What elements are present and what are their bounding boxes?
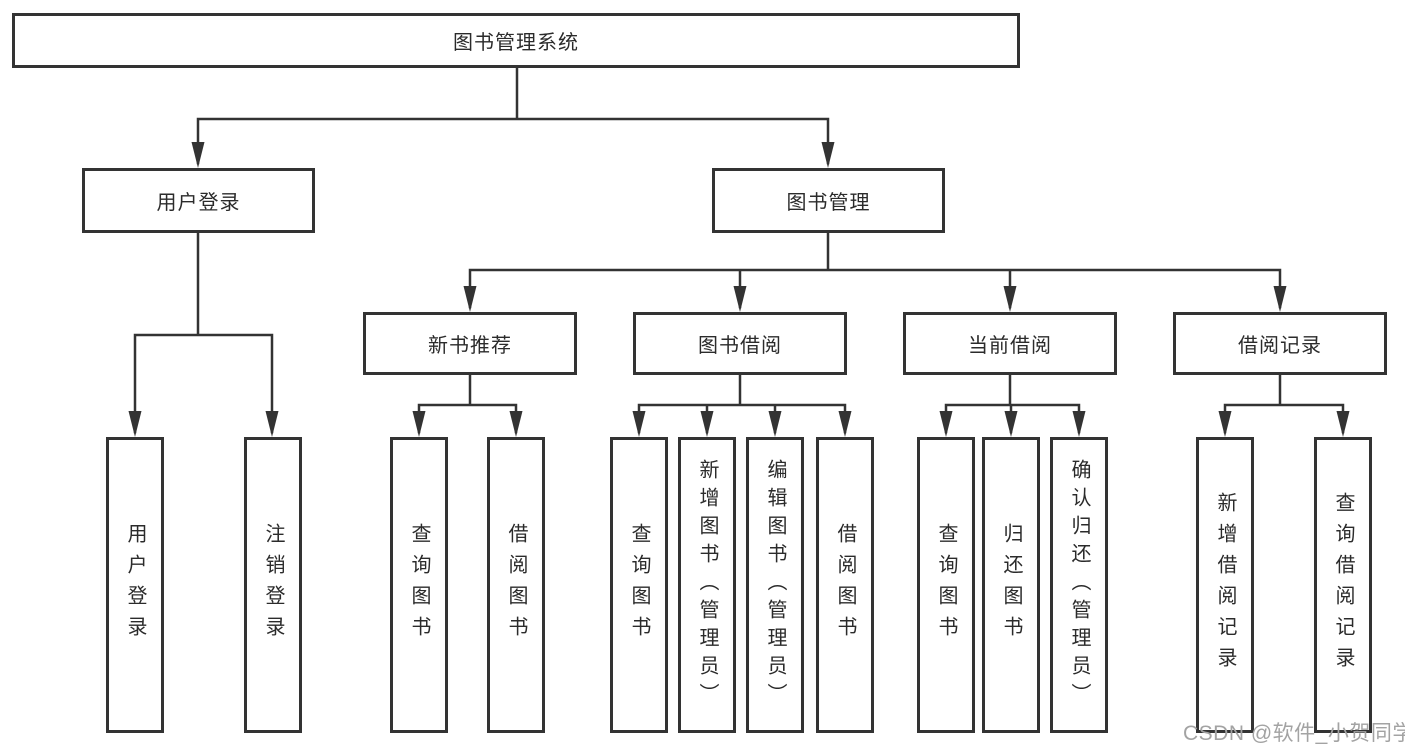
node-new-book-recommend: 新书推荐 — [363, 312, 577, 375]
node-book-borrow-label: 图书借阅 — [698, 335, 782, 357]
node-book-borrow: 图书借阅 — [633, 312, 847, 375]
node-leaf-borrow-books-label: 借阅图书 — [834, 523, 856, 647]
node-leaf-query-books-current-label: 查询图书 — [935, 523, 957, 647]
connector-borrow-to-leaves — [637, 373, 847, 434]
node-leaf-confirm-return-admin: 确认归还（管理员） — [1050, 437, 1108, 733]
node-leaf-edit-book-admin: 编辑图书（管理员） — [746, 437, 804, 733]
node-leaf-add-book-admin-label: 新增图书（管理员） — [696, 459, 718, 711]
node-leaf-query-books-current: 查询图书 — [917, 437, 975, 733]
connector-userlogin-to-leaves — [133, 231, 274, 434]
node-leaf-return-books-label: 归还图书 — [1000, 523, 1022, 647]
node-root-label: 图书管理系统 — [453, 32, 579, 54]
node-borrow-records: 借阅记录 — [1173, 312, 1387, 375]
connector-current-to-leaves — [944, 373, 1081, 434]
node-leaf-query-books-recommend: 查询图书 — [390, 437, 448, 733]
node-leaf-return-books: 归还图书 — [982, 437, 1040, 733]
connector-bookmgmt-to-level3 — [468, 231, 1282, 309]
node-leaf-borrow-books-recommend-label: 借阅图书 — [505, 523, 527, 647]
csdn-watermark: CSDN @软件_小贺同学 — [1183, 722, 1405, 745]
node-leaf-logout: 注销登录 — [244, 437, 302, 733]
node-current-borrow-label: 当前借阅 — [968, 335, 1052, 357]
node-leaf-query-books-borrow-label: 查询图书 — [628, 523, 650, 647]
node-book-management: 图书管理 — [712, 168, 945, 233]
node-leaf-borrow-books: 借阅图书 — [816, 437, 874, 733]
node-leaf-query-books-recommend-label: 查询图书 — [408, 523, 430, 647]
node-leaf-query-borrow-record: 查询借阅记录 — [1314, 437, 1372, 733]
node-leaf-borrow-books-recommend: 借阅图书 — [487, 437, 545, 733]
node-leaf-edit-book-admin-label: 编辑图书（管理员） — [764, 459, 786, 711]
node-user-login-label: 用户登录 — [156, 192, 241, 214]
connector-records-to-leaves — [1223, 373, 1345, 434]
node-leaf-user-login-label: 用户登录 — [124, 523, 146, 647]
node-leaf-add-book-admin: 新增图书（管理员） — [678, 437, 736, 733]
node-leaf-query-books-borrow: 查询图书 — [610, 437, 668, 733]
node-leaf-logout-label: 注销登录 — [262, 523, 284, 647]
node-leaf-user-login: 用户登录 — [106, 437, 164, 733]
connector-recommend-to-leaves — [417, 373, 518, 434]
node-root: 图书管理系统 — [12, 13, 1020, 68]
node-leaf-add-borrow-record: 新增借阅记录 — [1196, 437, 1254, 733]
node-borrow-records-label: 借阅记录 — [1238, 335, 1322, 357]
node-book-management-label: 图书管理 — [786, 192, 871, 214]
node-current-borrow: 当前借阅 — [903, 312, 1117, 375]
node-new-book-recommend-label: 新书推荐 — [428, 335, 512, 357]
connector-root-to-level2 — [196, 66, 830, 165]
node-leaf-query-borrow-record-label: 查询借阅记录 — [1332, 492, 1354, 678]
node-leaf-add-borrow-record-label: 新增借阅记录 — [1214, 492, 1236, 678]
node-user-login: 用户登录 — [82, 168, 315, 233]
node-leaf-confirm-return-admin-label: 确认归还（管理员） — [1068, 459, 1090, 711]
